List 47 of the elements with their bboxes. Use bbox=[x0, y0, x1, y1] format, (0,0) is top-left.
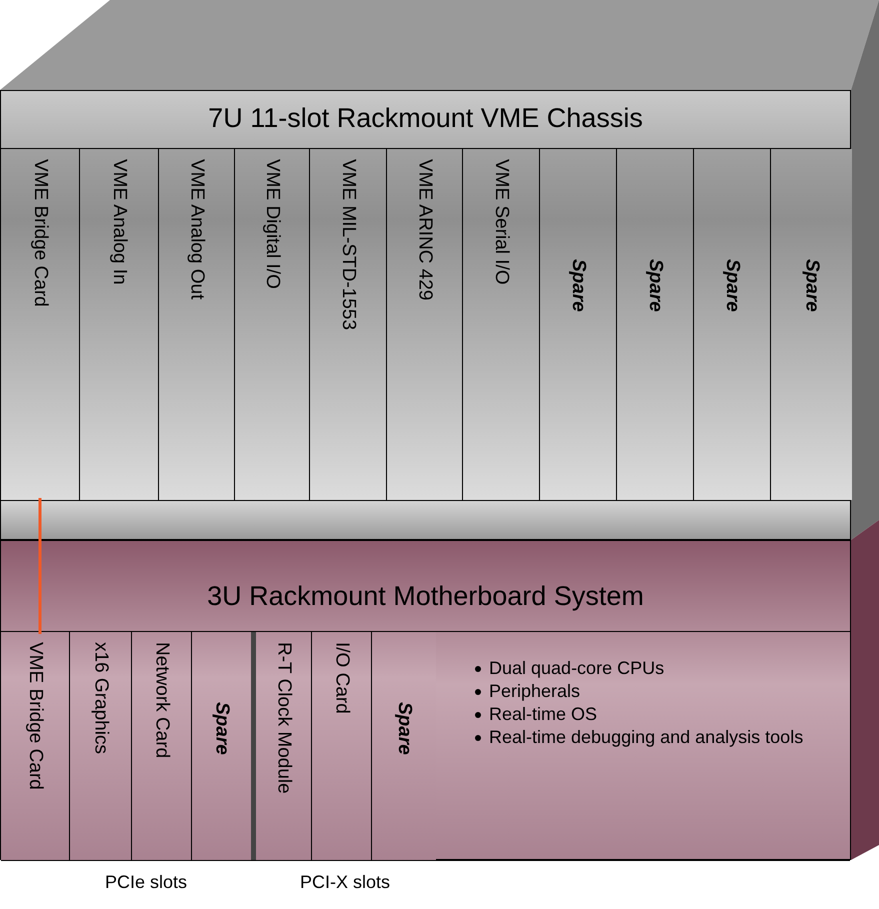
chassis-panel bbox=[0, 540, 851, 860]
slot-card bbox=[191, 632, 251, 860]
card-label: VME Digital I/O bbox=[261, 159, 283, 289]
card-label: Network Card bbox=[150, 642, 172, 758]
bullet-item: Real-time debugging and analysis tools bbox=[489, 727, 804, 747]
panel-title: 7U 11-slot Rackmount VME Chassis bbox=[207, 103, 644, 134]
chassis-panel bbox=[0, 90, 851, 540]
slot-card bbox=[309, 149, 386, 500]
card-label: I/O Card bbox=[330, 642, 352, 714]
slot-card bbox=[79, 149, 158, 500]
slot-card bbox=[462, 149, 539, 500]
card-label: VME MIL-STD-1553 bbox=[337, 159, 359, 330]
slot-card bbox=[539, 149, 616, 500]
slot-card bbox=[251, 632, 311, 860]
bullet-item: Real-time OS bbox=[489, 704, 598, 724]
slot-card bbox=[311, 632, 371, 860]
slot-card bbox=[371, 632, 436, 860]
card-label: VME ARINC 429 bbox=[414, 159, 436, 300]
panel-title: 3U Rackmount Motherboard System bbox=[206, 581, 645, 612]
slot-card bbox=[1, 632, 69, 860]
card-label: R-T Clock Module bbox=[272, 642, 294, 794]
slot-card bbox=[158, 149, 234, 500]
slot-card bbox=[69, 632, 131, 860]
slot-card bbox=[234, 149, 309, 500]
slot-card bbox=[131, 632, 191, 860]
slot-card bbox=[693, 149, 770, 500]
bullet-item: Dual quad-core CPUs bbox=[489, 658, 664, 678]
card-label: VME Bridge Card bbox=[24, 642, 46, 790]
card-label: Spare bbox=[210, 702, 232, 755]
slot-card bbox=[1, 149, 79, 500]
card-label: Spare bbox=[393, 702, 415, 755]
card-label: VME Bridge Card bbox=[29, 159, 51, 307]
slot-card bbox=[770, 149, 852, 500]
slot-group-label: PCI-X slots bbox=[300, 872, 390, 893]
card-label: VME Analog Out bbox=[186, 159, 208, 300]
card-label: Spare bbox=[800, 259, 822, 312]
card-label: VME Analog In bbox=[108, 159, 130, 285]
connector-line bbox=[38, 498, 42, 634]
card-label: Spare bbox=[567, 259, 589, 312]
card-label: x16 Graphics bbox=[90, 642, 112, 754]
card-label: VME Serial I/O bbox=[490, 159, 512, 285]
slot-group-label: PCIe slots bbox=[105, 872, 188, 893]
bullet-item: Peripherals bbox=[489, 681, 580, 701]
slot-card bbox=[616, 149, 693, 500]
card-label: Spare bbox=[644, 259, 666, 312]
slot-card bbox=[386, 149, 462, 500]
card-label: Spare bbox=[721, 259, 743, 312]
